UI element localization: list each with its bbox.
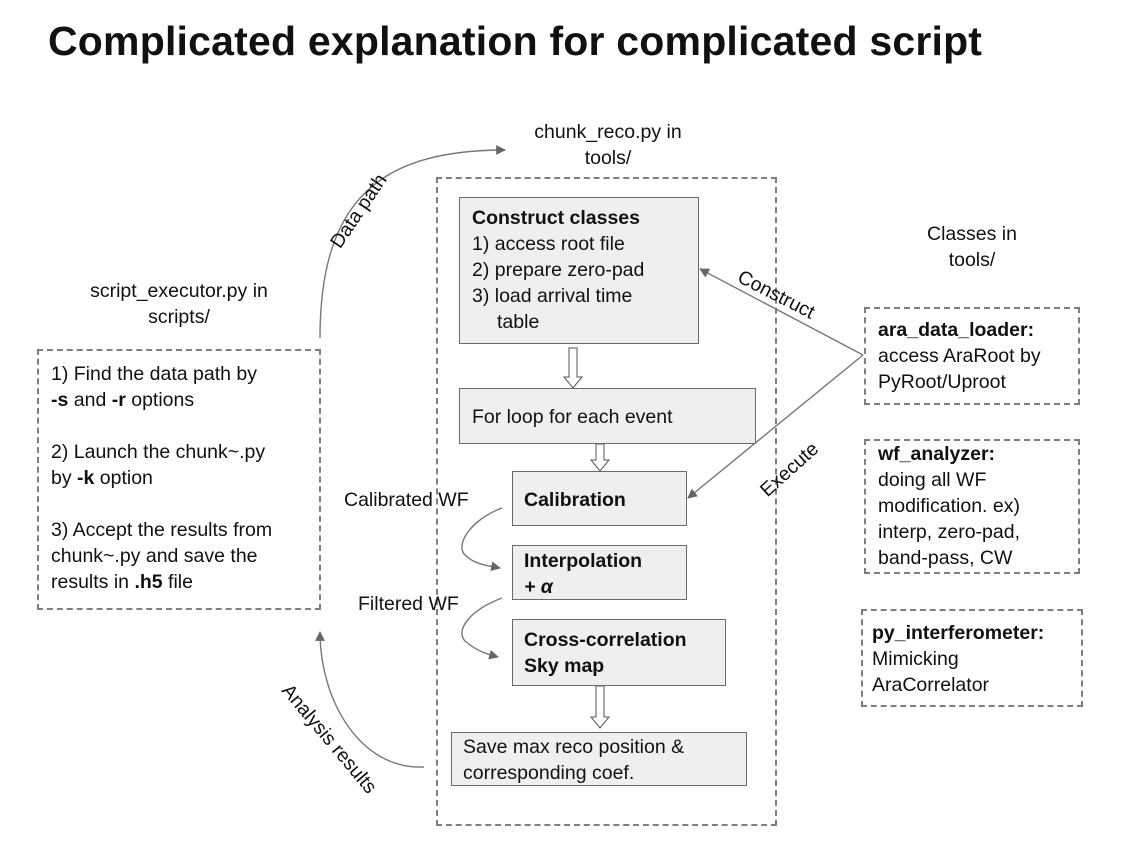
filtered-wf-arrow <box>461 597 503 660</box>
calibrated-wf-arrow <box>461 507 503 572</box>
data-path-arrow <box>319 145 506 339</box>
calibration-box: Calibration <box>512 471 687 526</box>
construct-classes-box: Construct classes 1) access root file 2)… <box>459 197 699 344</box>
interpolation-box: Interpolation + α <box>512 545 687 600</box>
wf-analyzer-box: wf_analyzer: doing all WF modification. … <box>864 439 1080 574</box>
classes-label: Classes in tools/ <box>927 223 1017 271</box>
py-interferometer-box: py_interferometer: Mimicking AraCorrelat… <box>861 609 1083 707</box>
down-arrow-3 <box>589 685 611 729</box>
down-arrow-1 <box>562 347 584 389</box>
chunk-reco-label: chunk_reco.py in tools/ <box>534 121 682 169</box>
analysis-results-arrow <box>315 631 425 768</box>
construct-arrow <box>699 268 864 356</box>
down-arrow-2 <box>589 443 611 472</box>
cross-correlation-box: Cross-correlation Sky map <box>512 619 726 686</box>
ara-data-loader-box: ara_data_loader: access AraRoot by PyRoo… <box>864 307 1080 405</box>
calibrated-wf-label: Calibrated WF <box>344 489 469 511</box>
script-executor-label: script_executor.py in scripts/ <box>90 280 268 328</box>
save-result-box: Save max reco position & corresponding c… <box>451 732 747 786</box>
chunk-reco-container <box>436 177 777 826</box>
for-loop-box: For loop for each event <box>459 388 756 444</box>
executor-box: 1) Find the data path by -s and -r optio… <box>37 349 321 610</box>
page-title: Complicated explanation for complicated … <box>48 18 983 64</box>
filtered-wf-label: Filtered WF <box>358 593 459 615</box>
